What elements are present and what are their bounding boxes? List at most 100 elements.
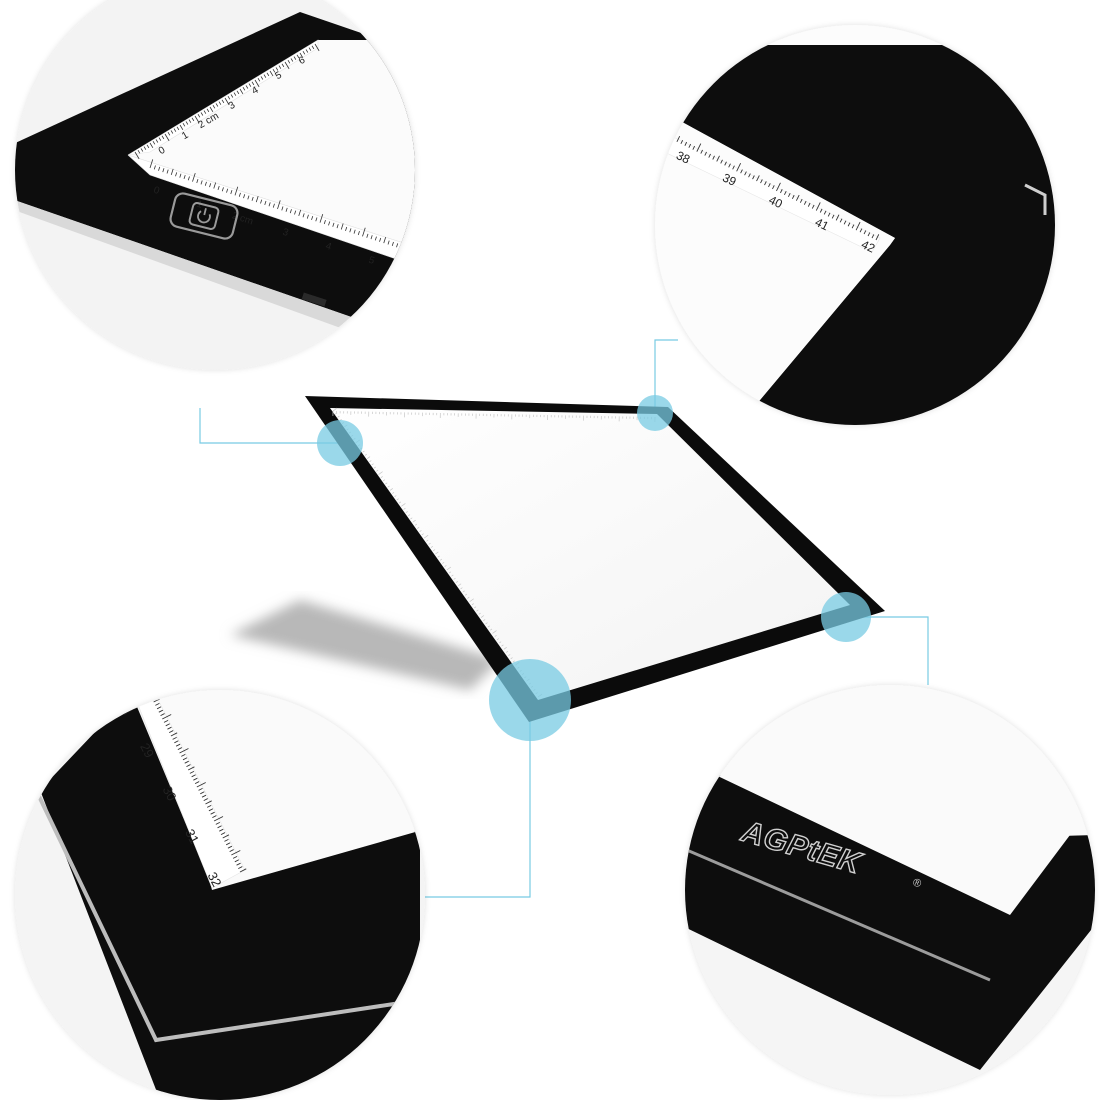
tl-ruler-tick [248, 83, 252, 87]
tl-ruler-tick [299, 52, 304, 59]
tl-ruler-tick [170, 130, 174, 134]
pad-tick [389, 488, 393, 491]
pad-tick [508, 654, 511, 656]
pad-tick [421, 533, 424, 536]
pad-tick [371, 463, 374, 466]
bl-ruler-label: 32 [205, 869, 225, 889]
pad-tick [373, 466, 377, 469]
tl-ruler-tick [206, 108, 210, 113]
tr-ruler-tick [855, 221, 861, 231]
tl-ruler-tick [383, 237, 387, 244]
bl-ruler-tick [191, 774, 196, 778]
power-button-icon[interactable] [169, 192, 239, 240]
bl-ruler-tick [205, 800, 212, 805]
tl-ruler-tick [266, 72, 270, 77]
tr-ruler-tick [712, 155, 715, 160]
light-pad-shadow [230, 600, 500, 690]
pad-tick [337, 415, 340, 418]
registered-mark: ® [911, 877, 922, 891]
bl-ruler-tick [149, 692, 155, 696]
tl-ruler-tick [260, 76, 264, 80]
pad-tick [458, 583, 462, 587]
tl-ruler-tick [308, 47, 312, 51]
callout-spots [317, 395, 871, 741]
tr-ruler-tick [799, 198, 803, 203]
tl-ruler-top-label: 0 [157, 145, 168, 158]
tr-ruler-tick [764, 181, 767, 186]
pad-tick [398, 501, 402, 504]
bl-ruler-tick [184, 760, 189, 764]
tl-ruler-tick [236, 90, 240, 95]
pad-tick [392, 492, 395, 494]
tr-ruler-tick [656, 123, 662, 133]
pad-tick [480, 615, 485, 618]
bl-ruler-tick [165, 723, 170, 727]
callout-spot-bottom-left [489, 659, 571, 741]
bl-ruler-tick [170, 732, 178, 737]
bl-ruler-tick [145, 680, 154, 685]
tl-ruler-tick [387, 240, 390, 245]
pad-tick [412, 519, 416, 523]
bl-ruler-tick [198, 787, 203, 791]
tr-ruler-label: 42 [859, 237, 877, 256]
bl-ruler-tick [163, 719, 169, 723]
tl-ruler-tick [275, 67, 279, 71]
tl-ruler-tick [194, 115, 200, 124]
tl-ruler-tick [332, 222, 335, 227]
tl-ruler-tick [137, 149, 141, 154]
tr-ruler-tick [863, 230, 867, 235]
bl-ruler-tick [186, 764, 191, 768]
callout-spot-top-left [317, 420, 363, 466]
tr-ruler-tick [744, 171, 747, 176]
bl-ruler-tick [172, 736, 177, 740]
tr-ruler-tick [823, 210, 827, 215]
tl-ruler-top-label: 6 [297, 55, 308, 68]
bl-ruler-tick [219, 828, 224, 832]
pad-tick [512, 660, 515, 663]
pad-tick [423, 534, 429, 539]
tl-ruler-tick [183, 174, 186, 180]
tl-ruler-tick [345, 226, 348, 231]
pad-tick [467, 596, 470, 599]
tr-ruler-tick [696, 143, 702, 152]
tl-ruler-tick [251, 81, 255, 86]
tr-ruler-tick [728, 163, 731, 168]
tl-ruler-tick [233, 92, 237, 96]
pad-tick [442, 561, 445, 564]
pad-tick [410, 517, 413, 520]
tl-ruler-tick [200, 180, 203, 185]
tr-ruler [655, 127, 881, 253]
tl-ruler-side-label: 5 [367, 255, 376, 267]
tr-ruler-tick [692, 145, 696, 150]
tl-ruler-tick [370, 235, 373, 240]
tl-ruler-tick [243, 194, 246, 199]
tr-ruler-tick [803, 200, 807, 205]
tl-ruler-top-label: 3 [227, 100, 238, 113]
bl-ruler-tick [222, 834, 230, 839]
bl-ruler-tick [194, 781, 200, 785]
pad-tick [501, 644, 504, 647]
pad-tick [444, 565, 447, 567]
tl-ruler-tick [277, 200, 281, 210]
tl-ruler-tick [311, 45, 315, 50]
tl-ruler-tick [391, 241, 394, 247]
tl-ruler-side-label: 1 [195, 199, 204, 211]
pad-tick [460, 587, 463, 590]
tl-ruler-tick [166, 169, 169, 174]
tl-ruler-tick [323, 220, 326, 225]
tl-ruler-tick [269, 70, 274, 77]
tr-ruler-tick [660, 130, 664, 135]
tl-ruler-tick [158, 137, 162, 141]
pad-tick [487, 625, 490, 628]
tr-ruler-tick [676, 135, 681, 143]
tl-ruler-side-label: 0 [152, 185, 161, 197]
tl-ruler-tick [179, 173, 182, 178]
tl-ruler-tick [167, 131, 171, 136]
tl-ruler-tick [213, 182, 217, 189]
tl-ruler-tick [268, 202, 271, 207]
tr-ruler-tick [684, 141, 688, 146]
tl-ruler-tick [257, 77, 261, 82]
bl-ruler-tick [162, 714, 172, 720]
tl-ruler-tick [294, 210, 297, 215]
